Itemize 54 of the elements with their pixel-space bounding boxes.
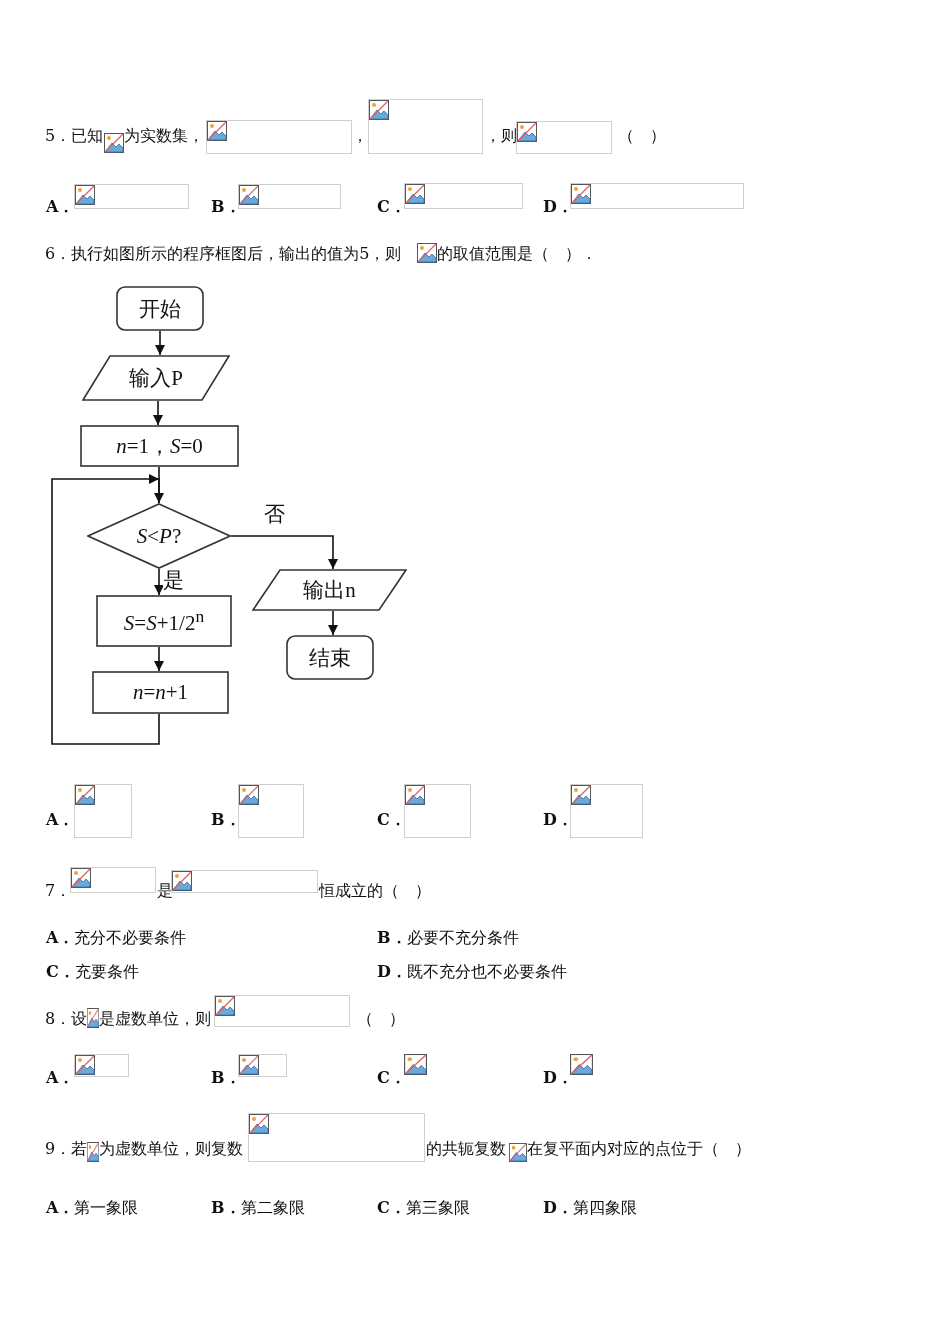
question-text: A．充分不必要条件 bbox=[46, 928, 187, 948]
edge-label: 是 bbox=[163, 570, 184, 590]
question-text: 6．执行如图所示的程序框图后，输出的值为5，则 bbox=[45, 244, 402, 264]
arrow bbox=[154, 568, 164, 596]
question-text: D． bbox=[543, 810, 573, 830]
question-text: 是虚数单位，则 bbox=[99, 1009, 211, 1029]
question-text: C．充要条件 bbox=[46, 962, 139, 982]
terminal-box: 结束 bbox=[286, 635, 374, 680]
question-text: B． bbox=[211, 810, 241, 830]
process-box: n=1，S=0 bbox=[80, 425, 239, 467]
arrow bbox=[230, 535, 338, 570]
question-text: （ ） bbox=[618, 126, 666, 146]
terminal-box: 开始 bbox=[116, 286, 204, 331]
arrow bbox=[51, 474, 160, 745]
question-text: D．既不充分也不必要条件 bbox=[377, 962, 567, 982]
question-text: 9．若 bbox=[45, 1139, 88, 1159]
question-text: 5．已知 bbox=[45, 126, 104, 146]
question-text: 7． bbox=[45, 881, 72, 901]
input-output-box: 输入P bbox=[82, 355, 230, 401]
question-text: 为虚数单位，则复数 bbox=[99, 1139, 243, 1159]
edge-label: 否 bbox=[264, 504, 285, 524]
question-text: C．第三象限 bbox=[377, 1198, 470, 1218]
question-text: 是 bbox=[157, 881, 173, 901]
question-text: 在复平面内对应的点位于（ ） bbox=[527, 1139, 751, 1159]
process-box: n=n+1 bbox=[92, 671, 229, 714]
question-text: B．必要不充分条件 bbox=[377, 928, 519, 948]
question-text: D． bbox=[543, 197, 573, 217]
question-text: 8．设 bbox=[45, 1009, 88, 1029]
question-text: B． bbox=[211, 1068, 241, 1088]
decision-diamond: S<P? bbox=[87, 503, 231, 569]
question-text: B． bbox=[211, 197, 241, 217]
question-text: 的取值范围是（ ）． bbox=[437, 244, 597, 264]
question-text: 为实数集， bbox=[124, 126, 204, 146]
question-text: B．第二象限 bbox=[211, 1198, 305, 1218]
question-text: C． bbox=[377, 197, 406, 217]
question-text: A． bbox=[46, 1068, 75, 1088]
question-text: A． bbox=[46, 197, 75, 217]
question-text: D． bbox=[543, 1068, 573, 1088]
question-text: （ ） bbox=[357, 1009, 405, 1029]
question-text: D．第四象限 bbox=[543, 1198, 637, 1218]
question-text: A． bbox=[46, 810, 75, 830]
question-text: 恒成立的（ ） bbox=[319, 881, 431, 901]
question-text: ，则 bbox=[485, 126, 517, 146]
arrow bbox=[328, 610, 338, 636]
question-text: A．第一象限 bbox=[46, 1198, 139, 1218]
question-text: C． bbox=[377, 810, 406, 830]
arrow bbox=[154, 646, 164, 672]
process-box: S=S+1/2$^{n}$ bbox=[96, 595, 232, 647]
question-text: C． bbox=[377, 1068, 406, 1088]
input-output-box: 输出n bbox=[252, 569, 407, 611]
question-text: 的共轭复数 bbox=[426, 1139, 506, 1159]
arrow bbox=[155, 330, 165, 356]
arrow bbox=[153, 400, 163, 426]
question-text: ， bbox=[352, 126, 368, 146]
